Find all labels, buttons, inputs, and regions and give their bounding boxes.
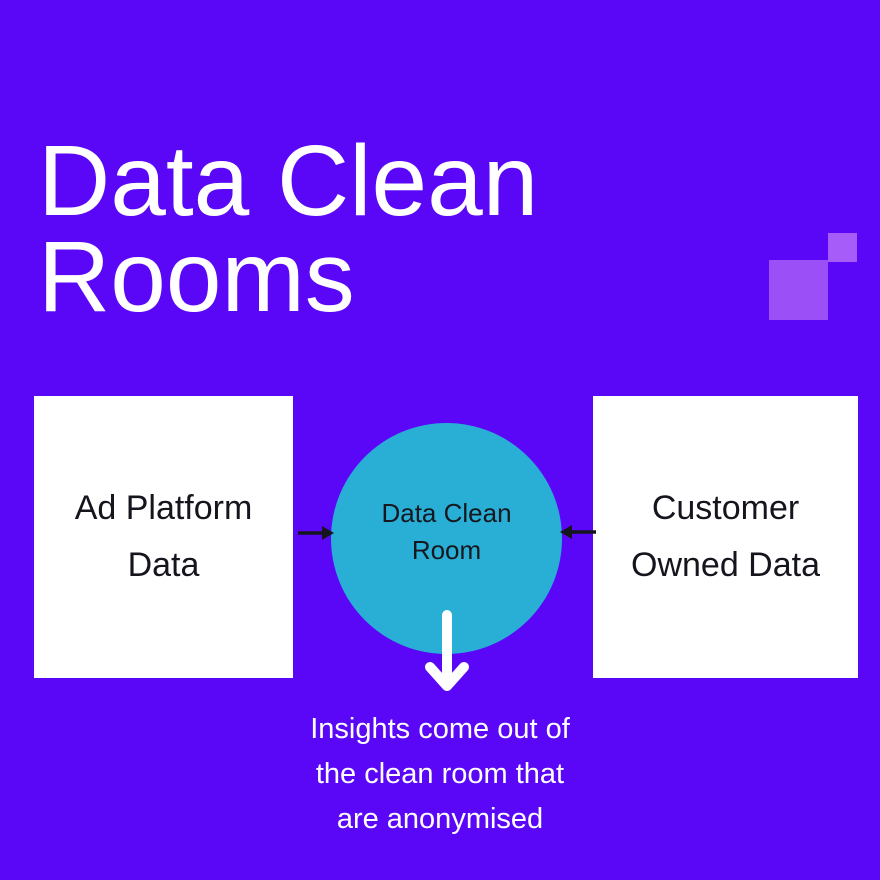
customer-owned-data-box: Customer Owned Data [593,396,858,678]
ad-platform-data-label: Ad Platform Data [74,489,253,584]
arrow-down-icon [425,610,469,691]
decorative-square-large [769,260,828,320]
customer-owned-data-label: Customer Owned Data [631,489,820,584]
arrow-right-icon [298,526,334,540]
arrow-left-icon [560,525,596,539]
insights-caption: Insights come out of the clean room that… [310,713,570,835]
ad-platform-data-box: Ad Platform Data [34,396,293,678]
data-clean-room-label: Data Clean Room [381,497,512,565]
decorative-square-small [828,233,857,262]
page-title: Data Clean Rooms [38,125,539,333]
